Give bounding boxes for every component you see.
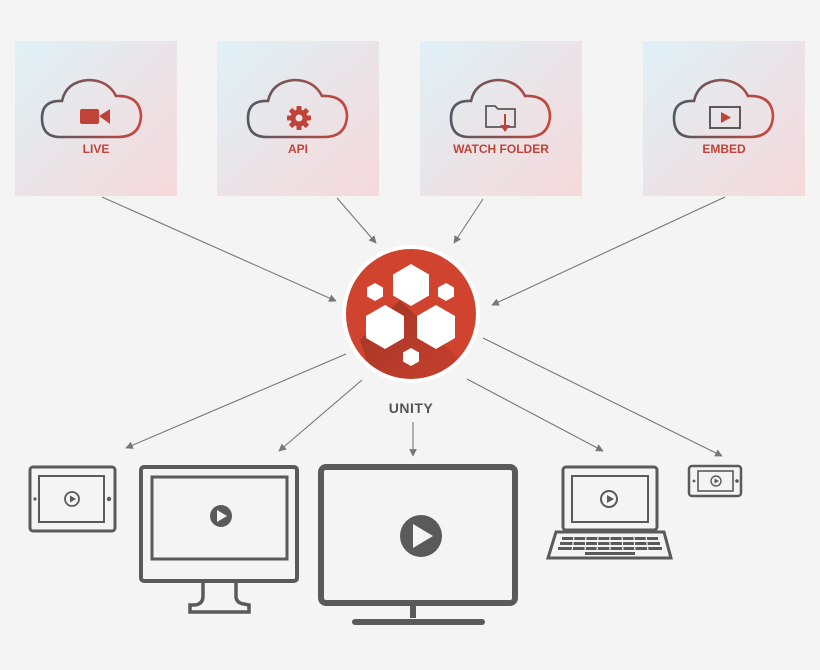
source-label-api: API	[288, 142, 308, 156]
source-tile-watch-folder: WATCH FOLDER	[420, 41, 582, 196]
hub-label: UNITY	[389, 400, 434, 416]
source-tile-live: LIVE	[15, 41, 177, 196]
source-label-embed: EMBED	[702, 142, 746, 156]
arrow-unity-to-tablet	[125, 353, 347, 449]
source-label-live: LIVE	[83, 142, 110, 156]
cloud-icon	[449, 78, 552, 139]
arrow-api-to-unity	[336, 197, 377, 244]
hexagon-cluster-logo	[366, 264, 455, 366]
unity-hub	[342, 245, 480, 383]
source-tile-embed: EMBED	[643, 41, 805, 196]
cloud-icon	[246, 78, 349, 139]
phone-icon	[687, 464, 743, 498]
arrow-live-to-unity	[101, 196, 337, 302]
arrow-embed-to-unity	[491, 196, 726, 306]
desktop-monitor-icon	[139, 465, 299, 614]
inbound-arrows	[101, 196, 726, 306]
arrow-unity-to-phone	[482, 337, 723, 457]
source-tile-api: API	[217, 41, 379, 196]
cloud-icon	[672, 78, 775, 139]
arrow-unity-to-desktop	[278, 379, 363, 452]
source-label-watch-folder: WATCH FOLDER	[453, 142, 549, 156]
gear-icon	[287, 106, 311, 130]
tv-icon	[318, 464, 518, 625]
play-screen-icon	[709, 106, 741, 129]
outbound-arrows	[125, 337, 723, 457]
arrow-watch-folder-to-unity	[453, 198, 484, 244]
cloud-icon	[40, 78, 143, 139]
tablet-icon	[28, 465, 117, 533]
folder-download-icon	[485, 105, 516, 132]
arrow-unity-to-laptop	[466, 378, 604, 452]
laptop-icon	[545, 465, 673, 560]
video-camera-icon	[80, 109, 110, 124]
